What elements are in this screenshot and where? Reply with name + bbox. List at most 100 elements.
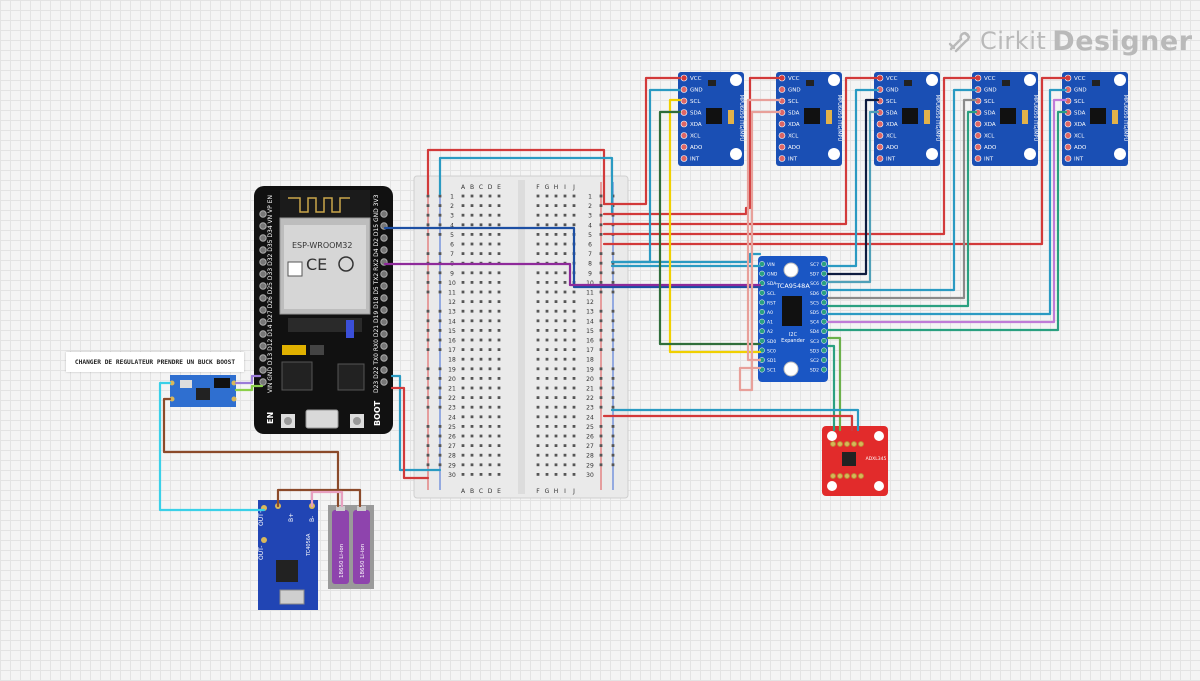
mpu-pin-label: INT <box>886 157 896 163</box>
breadboard-row-number: 30 <box>448 472 456 479</box>
wires[interactable] <box>158 76 1068 512</box>
battery-pack[interactable]: 18650 Li-ion 18650 Li-ion <box>328 505 374 589</box>
breadboard-row-number: 13 <box>586 309 594 316</box>
accelerometer-board[interactable]: ADXL345 <box>822 426 888 496</box>
breadboard-row-number: 28 <box>448 453 456 460</box>
battery-1-label: 18650 Li-ion <box>339 543 345 578</box>
mpu-label: MPU6050 ITG/MPU <box>1122 95 1128 142</box>
mpu-pin-label: VCC <box>788 76 800 82</box>
breadboard-col-label: C <box>479 488 483 495</box>
breadboard-row-number: 22 <box>586 395 594 402</box>
mpu-pin-label: XCL <box>886 134 897 140</box>
charger-chip-label: TC4056A <box>306 533 312 557</box>
tca-subtitle-1: I2C <box>789 332 798 338</box>
mpu-pin-label: XCL <box>1074 134 1085 140</box>
breadboard-row-number: 16 <box>586 338 594 345</box>
mpu-pin-label: XCL <box>788 134 799 140</box>
cirkit-designer-logo: Cirkit Designer <box>946 24 1193 58</box>
tca9548a-module[interactable]: TCA9548A I2C Expander VINGNDSDASCLRSTA0A… <box>758 256 828 382</box>
esp32-left-pin-labels: VIN GND D13 D12 D14 D27 D26 D25 D33 D32 … <box>267 195 274 393</box>
mpu-pin-label: VCC <box>984 76 996 82</box>
mpu-pin-label: SCL <box>886 99 897 105</box>
mpu-pin-label: ADO <box>984 145 997 151</box>
tca-pin-label: SC0 <box>767 348 776 354</box>
esp32-right-pin-labels: D23 D22 TX0 RX0 D21 D19 D18 D5 TX2 RX2 D… <box>373 194 380 393</box>
breadboard-row-number: 8 <box>588 261 592 268</box>
esp32-pins <box>259 210 388 386</box>
breadboard-row-number: 3 <box>450 213 454 220</box>
mpu-label: MPU6050 ITG/MPU <box>738 95 744 142</box>
out-minus-label: OUT- <box>258 546 265 560</box>
tca-pin-label: A2 <box>767 329 773 335</box>
tca-pin-label: SC6 <box>810 281 819 287</box>
mpu-pin-label: INT <box>984 157 994 163</box>
breadboard-col-label: I <box>564 184 566 191</box>
tca-pin-label: SC4 <box>810 320 819 326</box>
tca-pin-label: GND <box>767 272 778 278</box>
b-plus-label: B+ <box>288 513 295 522</box>
breadboard-row-number: 15 <box>448 328 456 335</box>
tca-pin-label: SD6 <box>810 291 819 297</box>
breadboard-col-label: D <box>488 488 493 495</box>
tca-pin-label: A1 <box>767 320 773 326</box>
breadboard-row-number: 4 <box>450 222 454 229</box>
breadboard-col-label: C <box>479 184 483 191</box>
mpu-pin-label: VCC <box>1074 76 1086 82</box>
b-minus-label: B- <box>309 516 316 522</box>
breadboard-row-number: 3 <box>588 213 592 220</box>
tca-pin-label: SD4 <box>810 329 819 335</box>
mpu-pin-label: XDA <box>1074 122 1086 128</box>
breadboard-row-number: 2 <box>588 203 592 210</box>
breadboard-row-number: 16 <box>448 338 456 345</box>
esp32-module-name: ESP-WROOM32 <box>292 241 353 250</box>
esp32-board[interactable]: ESP-WROOM32 CE EN BOOT VIN GND D13 D12 D… <box>254 186 393 434</box>
mpu-pin-label: ADO <box>886 145 899 151</box>
sticky-note[interactable]: CHANGER DE REGULATEUR PRENDRE UN BUCK BO… <box>66 352 244 372</box>
usb-port[interactable] <box>305 409 339 429</box>
mpu-pin-label: SDA <box>690 111 702 117</box>
breadboard-col-label: E <box>497 488 501 495</box>
tca-pins: VINGNDSDASCLRSTA0A1A2SD0SC0SD1SC1SC7SD7S… <box>759 261 827 374</box>
fcc-icon <box>287 261 303 277</box>
breadboard-row-number: 4 <box>588 222 592 229</box>
breadboard-row-number: 28 <box>586 453 594 460</box>
breadboard-col-label: H <box>554 184 559 191</box>
breadboard-row-number: 1 <box>450 194 454 201</box>
breadboard-row-number: 5 <box>450 232 454 239</box>
mpu-pin-label: SCL <box>984 99 995 105</box>
voltage-regulator[interactable] <box>169 375 237 407</box>
mpu-pin-label: SDA <box>788 111 800 117</box>
breadboard-row-number: 12 <box>586 299 594 306</box>
charger-module[interactable]: OUT+ OUT- B+ B- TC4056A <box>258 500 318 610</box>
breadboard-row-number: 6 <box>450 242 454 249</box>
mpu6050-modules[interactable]: MPU6050 ITG/MPU VCC GND SCL SDA XDA XCL ADO INT M… <box>678 72 1128 166</box>
tca-pin-label: SDA <box>767 281 777 287</box>
breadboard-col-label: F <box>536 184 540 191</box>
breadboard-row-number: 25 <box>448 424 456 431</box>
breadboard-row-number: 26 <box>586 434 594 441</box>
mpu-pin-label: SCL <box>690 99 701 105</box>
micro-usb-port[interactable] <box>279 589 305 605</box>
tca-pin-label: A0 <box>767 310 773 316</box>
breadboard-row-number: 9 <box>450 270 454 277</box>
tca-pin-label: SD7 <box>810 272 819 278</box>
mpu-pin-label: XDA <box>886 122 898 128</box>
breadboard-row-number: 25 <box>586 424 594 431</box>
breadboard-col-label: G <box>545 488 550 495</box>
breadboard-row-number: 21 <box>448 386 456 393</box>
mpu-pin-label: SDA <box>1074 111 1086 117</box>
battery-2-label: 18650 Li-ion <box>360 543 366 578</box>
mpu-pin-label: GND <box>690 88 703 94</box>
breadboard-row-number: 17 <box>448 347 456 354</box>
tca-pin-label: SD3 <box>810 348 819 354</box>
breadboard-row-number: 19 <box>586 366 594 373</box>
mpu-pin-label: SCL <box>788 99 799 105</box>
breadboard-col-label: H <box>554 488 559 495</box>
mpu-pin-label: GND <box>984 88 997 94</box>
